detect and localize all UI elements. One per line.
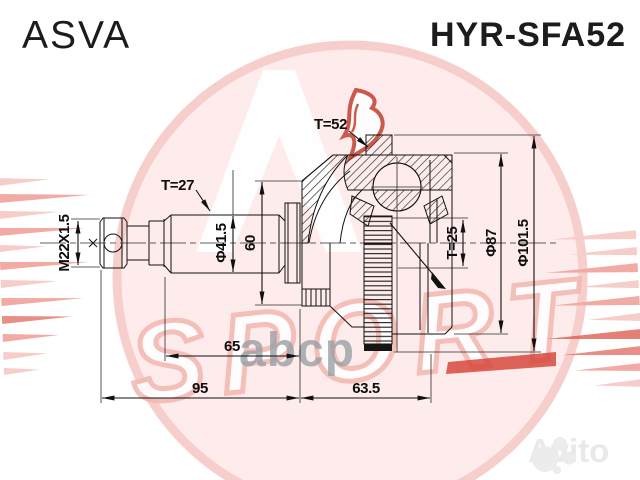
brand-logo-text: ASVA bbox=[22, 14, 132, 57]
dim-t27-label: T=27 bbox=[161, 177, 194, 194]
dim-shaft-diameter-label: Φ41.5 bbox=[213, 223, 230, 263]
part-number: HYR-SFA52 bbox=[430, 16, 627, 54]
dimension-shaft-diameter: Φ41.5 bbox=[213, 170, 236, 272]
abs-ring-section bbox=[365, 134, 393, 156]
avito-logo-icon bbox=[532, 437, 576, 474]
leader-arrow bbox=[431, 272, 446, 289]
abs-ring-base bbox=[364, 344, 392, 351]
dimension-thread: M22X1.5 bbox=[56, 214, 100, 272]
abs-tone-ring-teeth bbox=[363, 243, 393, 345]
speed-stripes-right bbox=[545, 230, 640, 387]
center-mark bbox=[88, 238, 98, 248]
dimension-inner-spline-teeth: T=25 bbox=[389, 217, 468, 289]
cv-joint-body-outside bbox=[301, 243, 453, 351]
dimension-joint-diameter: Φ87 bbox=[454, 152, 508, 335]
dim-thread-label: M22X1.5 bbox=[56, 214, 73, 271]
dim-abs-ring-diameter-label: Φ101.5 bbox=[515, 219, 532, 267]
dim-t25-label: T=25 bbox=[444, 226, 461, 259]
dimension-abs-ring-teeth: T=52 bbox=[314, 116, 369, 148]
inner-spline-bore bbox=[363, 215, 393, 244]
speed-stripes-left bbox=[0, 178, 91, 375]
abcp-watermark: abcp bbox=[239, 324, 356, 377]
dimension-shaft-spline-teeth: T=27 bbox=[161, 177, 211, 212]
dim-95-label: 95 bbox=[192, 380, 208, 397]
dim-65-label: 65 bbox=[224, 338, 240, 355]
dimension-lengths: 65 95 63.5 bbox=[100, 270, 432, 403]
dimension-abs-ring-diameter: Φ101.5 bbox=[394, 134, 541, 353]
avito-watermark: Avito bbox=[528, 432, 609, 474]
dim-joint-diameter-label: Φ87 bbox=[483, 229, 500, 257]
cv-joint-body-section bbox=[301, 134, 453, 352]
dim-t52-label: T=52 bbox=[314, 116, 347, 133]
dim-boot-seat-label: 60 bbox=[242, 235, 259, 251]
red-underline-band bbox=[446, 352, 556, 374]
dimension-boot-seat: 60 bbox=[242, 180, 302, 306]
cage-section-right bbox=[423, 195, 449, 225]
dim-63-5-label: 63.5 bbox=[352, 380, 380, 397]
